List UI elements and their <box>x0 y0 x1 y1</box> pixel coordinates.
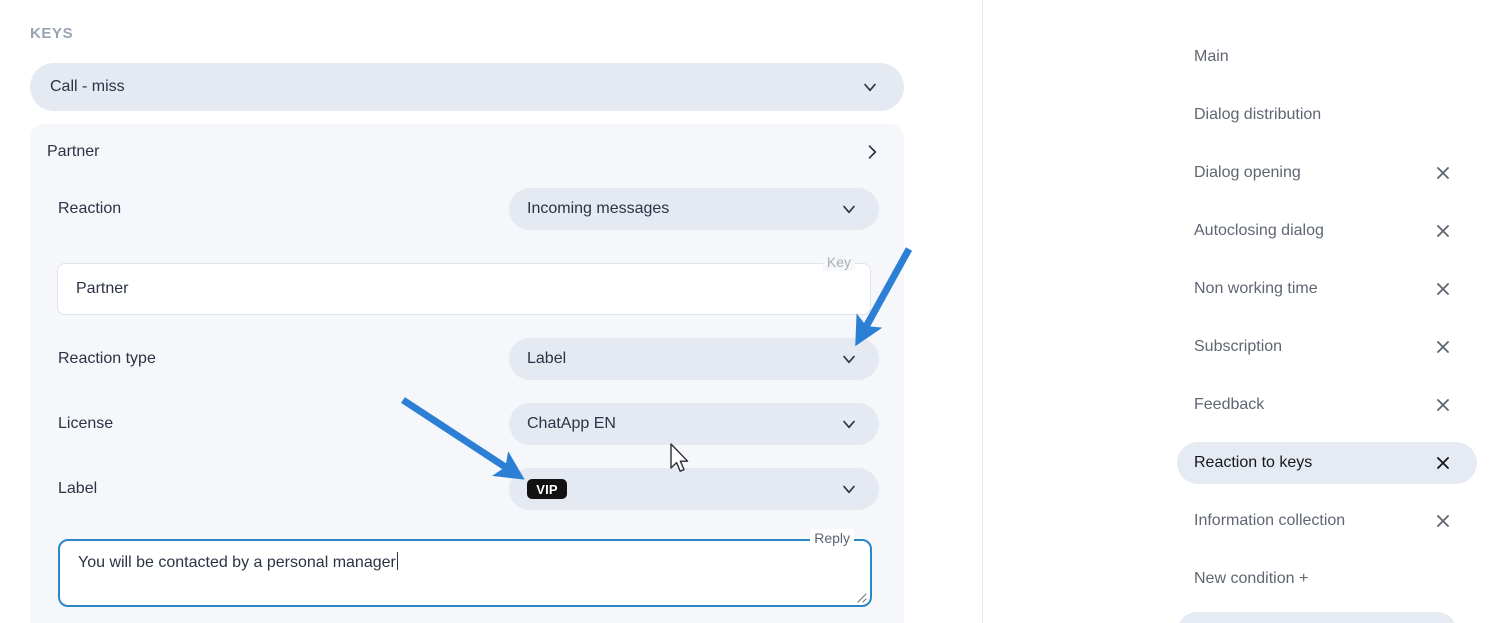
chevron-down-icon <box>839 349 859 369</box>
chevron-down-icon <box>860 77 880 97</box>
close-icon[interactable] <box>1435 513 1451 529</box>
condition-item-dialog-distribution[interactable]: Dialog distribution <box>1177 94 1477 136</box>
condition-item-information-collection[interactable]: Information collection <box>1177 500 1477 542</box>
close-icon[interactable] <box>1435 339 1451 355</box>
condition-item-label: Main <box>1194 48 1229 65</box>
reply-textarea[interactable]: You will be contacted by a personal mana… <box>58 539 872 607</box>
condition-item-label: Autoclosing dialog <box>1194 222 1324 239</box>
license-select[interactable]: ChatApp EN <box>509 403 879 445</box>
condition-item-main[interactable]: Main <box>1177 36 1477 78</box>
condition-item-reaction-to-keys[interactable]: Reaction to keys <box>1177 442 1477 484</box>
reaction-card-title: Partner <box>47 143 100 160</box>
reply-field[interactable]: You will be contacted by a personal mana… <box>58 529 872 607</box>
keys-settings-pane: KEYS Call - miss Partner <box>30 25 904 623</box>
key-field-legend: Key <box>822 254 855 271</box>
key-field[interactable]: Partner Key <box>57 254 871 315</box>
key-field-value: Partner <box>76 280 129 297</box>
license-label: License <box>58 415 114 432</box>
condition-item-label: Dialog distribution <box>1194 106 1322 123</box>
chevron-down-icon <box>839 199 859 219</box>
page-title: KEYS <box>30 25 74 42</box>
resize-handle-icon[interactable] <box>854 590 867 603</box>
condition-item-non-working-time[interactable]: Non working time <box>1177 268 1477 310</box>
text-caret <box>396 552 398 570</box>
reply-field-legend: Reply <box>810 529 854 548</box>
form-row-reaction: Reaction Incoming messages <box>30 188 904 230</box>
status-badge: VIP <box>527 479 567 499</box>
key-field-box[interactable]: Partner <box>57 263 871 315</box>
condition-item-label: Feedback <box>1194 396 1265 413</box>
reaction-card: Partner Reaction Incoming messages <box>30 124 904 623</box>
condition-item-dialog-opening[interactable]: Dialog opening <box>1177 152 1477 194</box>
form-row-label: Label VIP <box>30 468 904 510</box>
label-value-wrap: VIP <box>527 479 839 499</box>
close-icon[interactable] <box>1435 223 1451 239</box>
chevron-right-icon[interactable] <box>862 142 882 162</box>
close-icon[interactable] <box>1435 455 1451 471</box>
reaction-type-select[interactable]: Label <box>509 338 879 380</box>
close-icon[interactable] <box>1435 397 1451 413</box>
conditions-list-next-item-partial[interactable] <box>1177 612 1457 623</box>
reaction-value: Incoming messages <box>527 200 670 217</box>
condition-item-feedback[interactable]: Feedback <box>1177 384 1477 426</box>
reaction-type-label: Reaction type <box>58 350 156 367</box>
condition-item-label: Dialog opening <box>1194 164 1301 181</box>
form-row-license: License ChatApp EN <box>30 403 904 445</box>
condition-item-label: Non working time <box>1194 280 1318 297</box>
pane-divider <box>982 0 983 623</box>
key-trigger-value: Call - miss <box>50 78 125 95</box>
key-trigger-select[interactable]: Call - miss <box>30 63 904 111</box>
label-label: Label <box>58 480 98 497</box>
condition-item-new-condition[interactable]: New condition + <box>1177 558 1477 600</box>
condition-item-label: Subscription <box>1194 338 1283 355</box>
reaction-select[interactable]: Incoming messages <box>509 188 879 230</box>
label-select[interactable]: VIP <box>509 468 879 510</box>
close-icon[interactable] <box>1435 165 1451 181</box>
reply-text: You will be contacted by a personal mana… <box>78 554 396 571</box>
close-icon[interactable] <box>1435 281 1451 297</box>
reaction-type-value: Label <box>527 350 567 367</box>
condition-item-subscription[interactable]: Subscription <box>1177 326 1477 368</box>
form-row-reaction-type: Reaction type Label <box>30 338 904 380</box>
condition-item-label: New condition + <box>1194 570 1309 587</box>
chevron-down-icon <box>839 414 859 434</box>
reaction-label: Reaction <box>58 200 122 217</box>
reaction-card-header[interactable]: Partner <box>30 124 904 180</box>
condition-item-autoclosing-dialog[interactable]: Autoclosing dialog <box>1177 210 1477 252</box>
chevron-down-icon <box>839 479 859 499</box>
license-value: ChatApp EN <box>527 415 616 432</box>
condition-item-label: Information collection <box>1194 512 1346 529</box>
condition-item-label: Reaction to keys <box>1194 454 1313 471</box>
